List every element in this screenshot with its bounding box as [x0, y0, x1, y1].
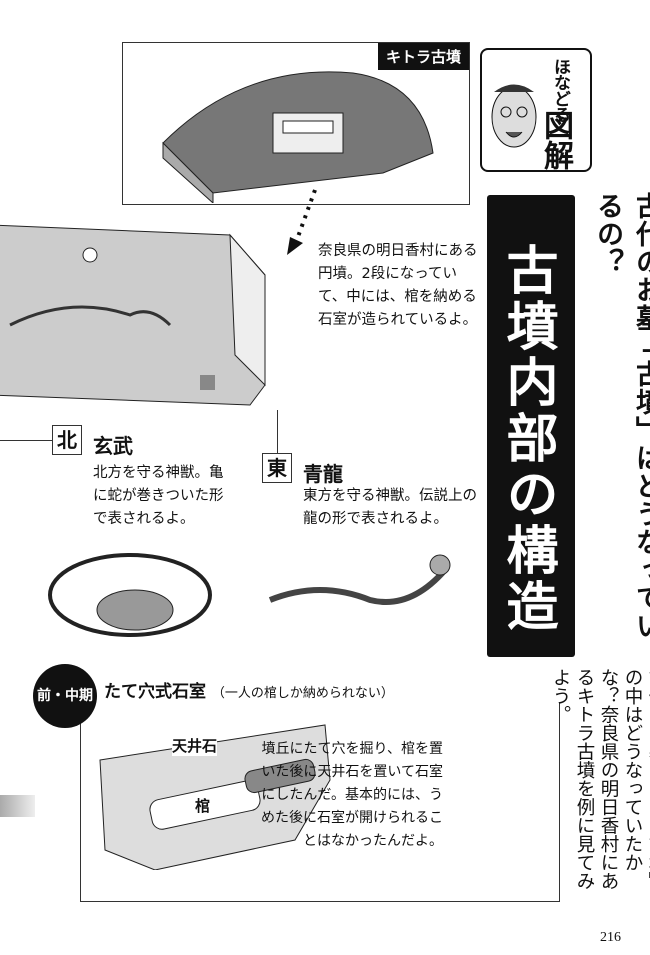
page-subtitle: 古代のお墓「古墳」はどうなっているの？	[592, 192, 650, 640]
page-title-box: 古墳内部の構造	[487, 195, 575, 657]
badge-text: ほなどる	[550, 58, 570, 122]
tomb-label: キトラ古墳	[377, 43, 469, 70]
east-label: 東	[262, 453, 292, 483]
narrator-face-icon	[491, 84, 537, 148]
intro-text: 奈良県の明日香村にある円墳。2段になっていて、中には、棺を納める石室が造られてい…	[318, 243, 478, 328]
section-box	[80, 702, 560, 902]
pit-chamber-illustration	[99, 724, 331, 870]
side-intro-text: 古代のお墓である「古墳」の中はどうなっていたかな？奈良県の明日香村にあるキトラ古…	[550, 668, 650, 890]
seiryu-name: 青龍	[303, 462, 343, 486]
dotted-pointer-arrow	[287, 189, 317, 255]
north-label: 北	[52, 425, 82, 455]
kitora-tomb-illustration: キトラ古墳	[122, 42, 470, 205]
badge-title: 図解	[538, 110, 573, 170]
section-heading: たて穴式石室 （一人の棺しか納められない）	[104, 677, 394, 702]
genbu-name: 玄武	[93, 434, 133, 458]
tomb-mound-drawing	[162, 71, 434, 203]
page-title: 古墳内部の構造	[497, 243, 557, 635]
honadoru-zukai-badge: ほなどる 図解	[480, 48, 592, 172]
genbu-desc: 北方を守る神獣。亀に蛇が巻きついた形で表されるよ。	[93, 465, 224, 527]
page-number: 216	[600, 930, 621, 945]
section-text: 墳丘にたて穴を掘り、棺を置いた後に天井石を置いて石室にしたんだ。基本的には、うめ…	[261, 741, 443, 849]
divider	[0, 440, 55, 441]
seiryu-illustration	[268, 554, 451, 605]
era-badge: 前・中期	[33, 664, 97, 728]
gray-bar	[0, 795, 35, 817]
seiryu-desc: 東方を守る神獣。伝説上の龍の形で表されるよ。	[303, 488, 477, 527]
stone-wall-illustration	[0, 224, 266, 406]
section-title: たて穴式石室	[104, 682, 206, 702]
coffin-label: 棺	[195, 797, 211, 815]
ceiling-stone-label: 天井石	[172, 735, 218, 756]
divider	[277, 410, 278, 455]
genbu-illustration	[48, 553, 212, 637]
section-note: （一人の棺しか納められない）	[211, 686, 394, 701]
